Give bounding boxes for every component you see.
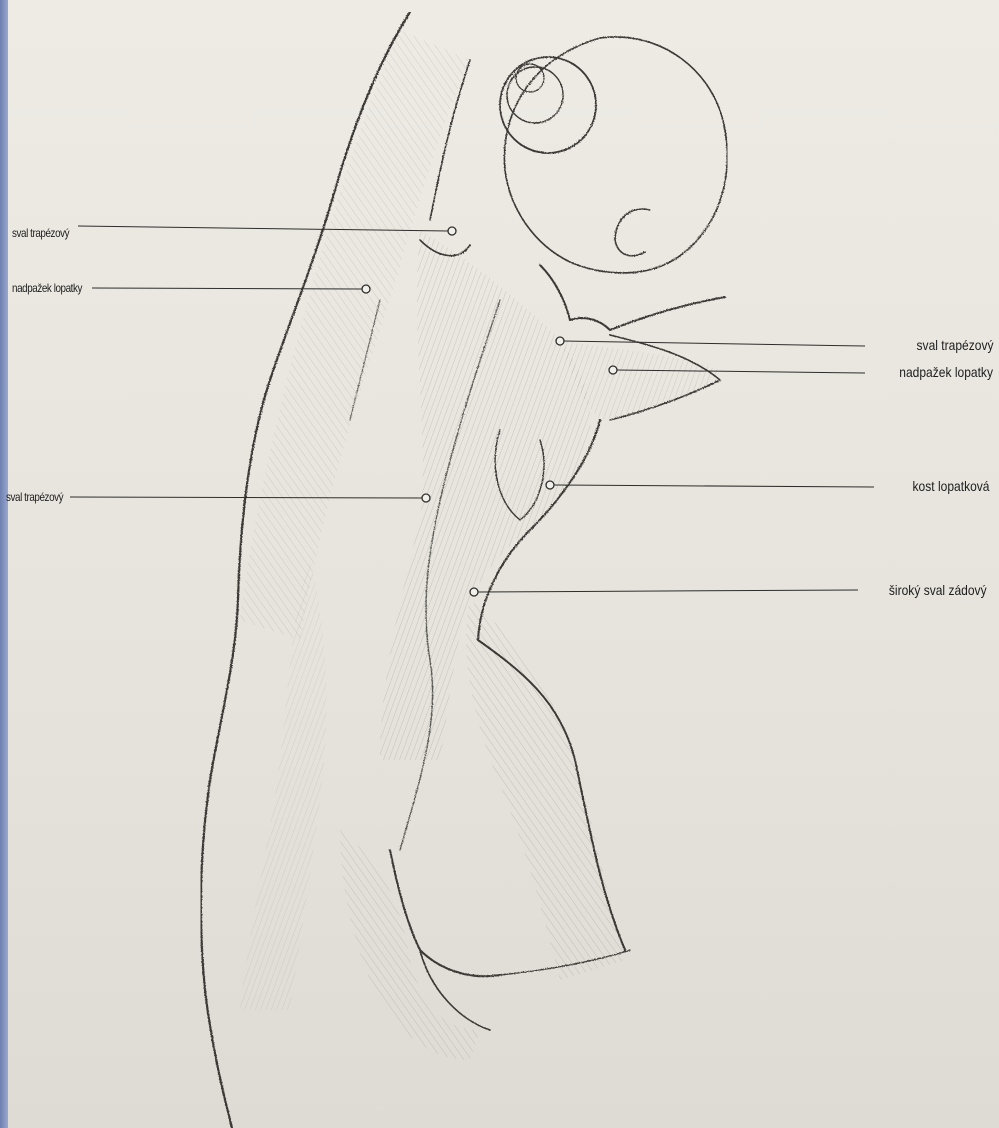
marker-left-1 bbox=[448, 227, 456, 235]
label-sval-trapezovy-left-2: sval trapézový bbox=[6, 491, 63, 503]
marker-right-1 bbox=[556, 337, 564, 345]
marker-right-4 bbox=[470, 588, 478, 596]
shading bbox=[240, 30, 720, 1060]
label-sval-trapezovy-left-1: sval trapézový bbox=[12, 227, 69, 239]
label-siroky-sval-zadovy: široký sval zádový bbox=[889, 583, 987, 597]
marker-right-3 bbox=[546, 481, 554, 489]
label-nadpazek-lopatky-right: nadpažek lopatky bbox=[899, 365, 993, 379]
label-kost-lopatkova: kost lopatková bbox=[912, 479, 989, 493]
label-nadpazek-lopatky-left: nadpažek lopatky bbox=[12, 282, 82, 294]
marker-left-2 bbox=[362, 285, 370, 293]
marker-left-3 bbox=[422, 494, 430, 502]
label-sval-trapezovy-right: sval trapézový bbox=[916, 338, 993, 352]
marker-right-2 bbox=[609, 366, 617, 374]
